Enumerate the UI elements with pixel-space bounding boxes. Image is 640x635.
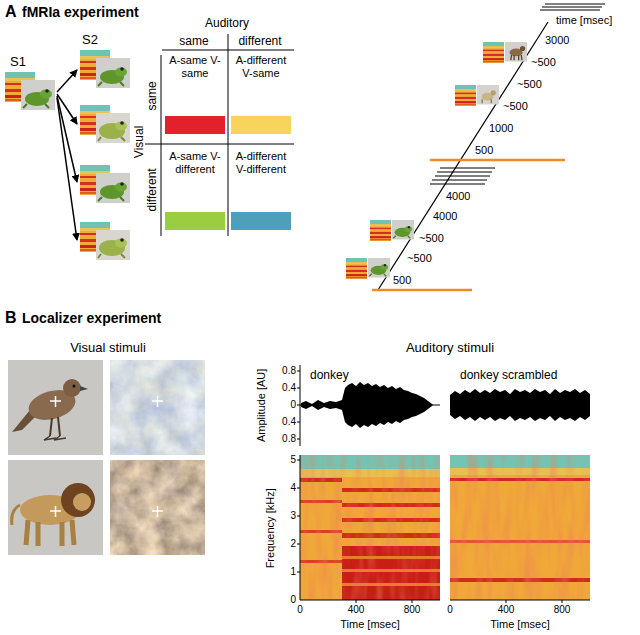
tick-label: 0.8 (282, 433, 296, 445)
tick-label: 0.4 (282, 382, 296, 394)
duration-label: ~500 (407, 252, 432, 265)
tick-label: 0 (290, 399, 296, 411)
axis-title: time [msec] (556, 14, 612, 27)
row-header: same (146, 81, 160, 110)
tick-label: 400 (498, 604, 515, 616)
panel-title: fMRIa experiment (22, 4, 139, 20)
panel-letter: A (5, 3, 17, 21)
duration-label: 4000 (433, 210, 457, 223)
tick-label: 5 (290, 454, 296, 466)
tick-label: 800 (404, 604, 421, 616)
stimulus-label: S2 (82, 33, 98, 48)
duration-label: 500 (475, 144, 493, 157)
tick-label: 0.4 (282, 416, 296, 428)
tick-label: 4 (290, 482, 296, 494)
waveforms (297, 365, 590, 446)
row-header: different (146, 168, 160, 211)
duration-label: ~500 (517, 78, 542, 91)
condition-swatch (165, 212, 225, 230)
duration-label: 4000 (446, 190, 470, 203)
duration-label: ~500 (503, 100, 528, 113)
s2-stimuli (80, 50, 130, 260)
axis-title: Time [msec] (340, 618, 400, 631)
section-title: Auditory stimuli (406, 341, 494, 356)
condition-swatch (231, 116, 291, 134)
condition-cell: A-different V-different (230, 150, 292, 230)
tick-label: 0 (297, 604, 303, 616)
condition-cell: A-same V-different (164, 150, 226, 230)
plot-title: donkey scrambled (460, 369, 557, 383)
condition-label: A-same V-different (164, 150, 226, 176)
panel-letter: B (5, 309, 17, 327)
axis-title: Amplitude [AU] (256, 368, 269, 441)
tick-label: 400 (348, 604, 365, 616)
s1-stimulus (5, 72, 55, 110)
plot-title: donkey (310, 369, 349, 383)
panel-title: Localizer experiment (22, 310, 161, 326)
condition-cell: A-different V-same (230, 54, 292, 134)
tick-label: 2 (290, 538, 296, 550)
condition-label: A-different V-different (230, 150, 292, 176)
condition-label: A-different V-same (230, 54, 292, 80)
condition-label: A-same V-same (164, 54, 226, 80)
s1-s2-arrows (57, 70, 77, 240)
stimulus-label: S1 (10, 55, 26, 70)
condition-swatch (165, 116, 225, 134)
duration-label: ~500 (419, 232, 444, 245)
section-title: Visual stimuli (70, 341, 146, 356)
spectrograms (297, 455, 590, 603)
tick-label: 0.8 (282, 365, 296, 377)
timeline (346, 4, 605, 290)
row-header: Visual (133, 126, 147, 158)
tick-label: 3 (290, 510, 296, 522)
axis-title: Time [msec] (490, 618, 550, 631)
tick-label: 0 (290, 594, 296, 606)
duration-label: 500 (393, 274, 411, 287)
visual-stimuli (8, 360, 205, 555)
column-header: Auditory (205, 17, 249, 31)
column-header: same (179, 35, 208, 49)
column-header: different (238, 35, 281, 49)
tick-label: 800 (554, 604, 571, 616)
duration-label: 3000 (545, 34, 569, 47)
condition-cell: A-same V-same (164, 54, 226, 134)
table-grid (145, 34, 294, 236)
condition-swatch (231, 212, 291, 230)
duration-label: ~500 (531, 56, 556, 69)
duration-label: 1000 (489, 122, 513, 135)
tick-label: 1 (290, 566, 296, 578)
tick-label: 0 (447, 604, 453, 616)
axis-title: Frequency [kHz] (264, 488, 277, 568)
